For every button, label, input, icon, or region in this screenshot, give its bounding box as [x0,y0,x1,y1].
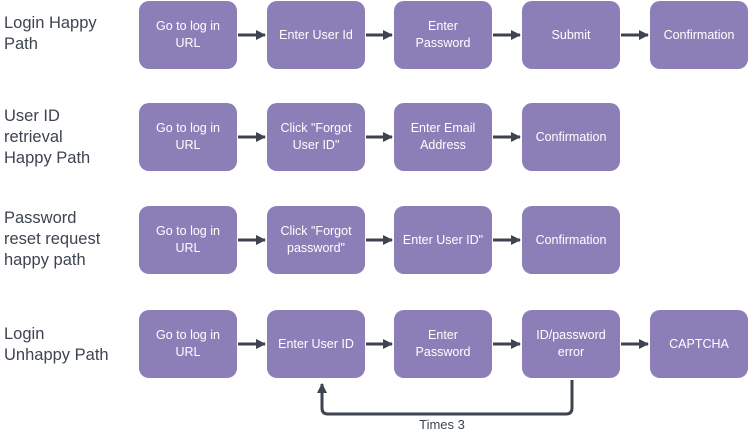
step-confirmation: Confirmation [522,103,620,171]
row-label-login-unhappy-path: Login Unhappy Path [4,325,109,364]
step-click-forgot-user-id: Click "Forgot User ID" [267,103,365,171]
step-enter-user-id: Enter User ID" [394,206,492,274]
step-enter-password: Enter Password [394,310,492,378]
row-label-login-happy-path: Login Happy Path [4,14,97,53]
step-id-password-error: ID/password error [522,310,620,378]
step-go-to-login-url: Go to log in URL [139,103,237,171]
step-go-to-login-url: Go to log in URL [139,310,237,378]
step-click-forgot-password: Click "Forgot password" [267,206,365,274]
step-enter-user-id: Enter User ID [267,310,365,378]
step-go-to-login-url: Go to log in URL [139,206,237,274]
step-enter-user-id: Enter User Id [267,1,365,69]
arrow-group [238,30,649,349]
row-label-password-reset: Password reset request happy path [4,209,101,269]
loop-back-arrow [317,380,574,416]
step-confirmation: Confirmation [522,206,620,274]
step-captcha: CAPTCHA [650,310,748,378]
loop-label-times: Times 3 [419,417,465,432]
step-confirmation: Confirmation [650,1,748,69]
step-go-to-login-url: Go to log in URL [139,1,237,69]
step-enter-email-address: Enter Email Address [394,103,492,171]
step-enter-password: Enter Password [394,1,492,69]
step-submit: Submit [522,1,620,69]
row-label-user-id-retrieval: User ID retrieval Happy Path [4,107,91,167]
